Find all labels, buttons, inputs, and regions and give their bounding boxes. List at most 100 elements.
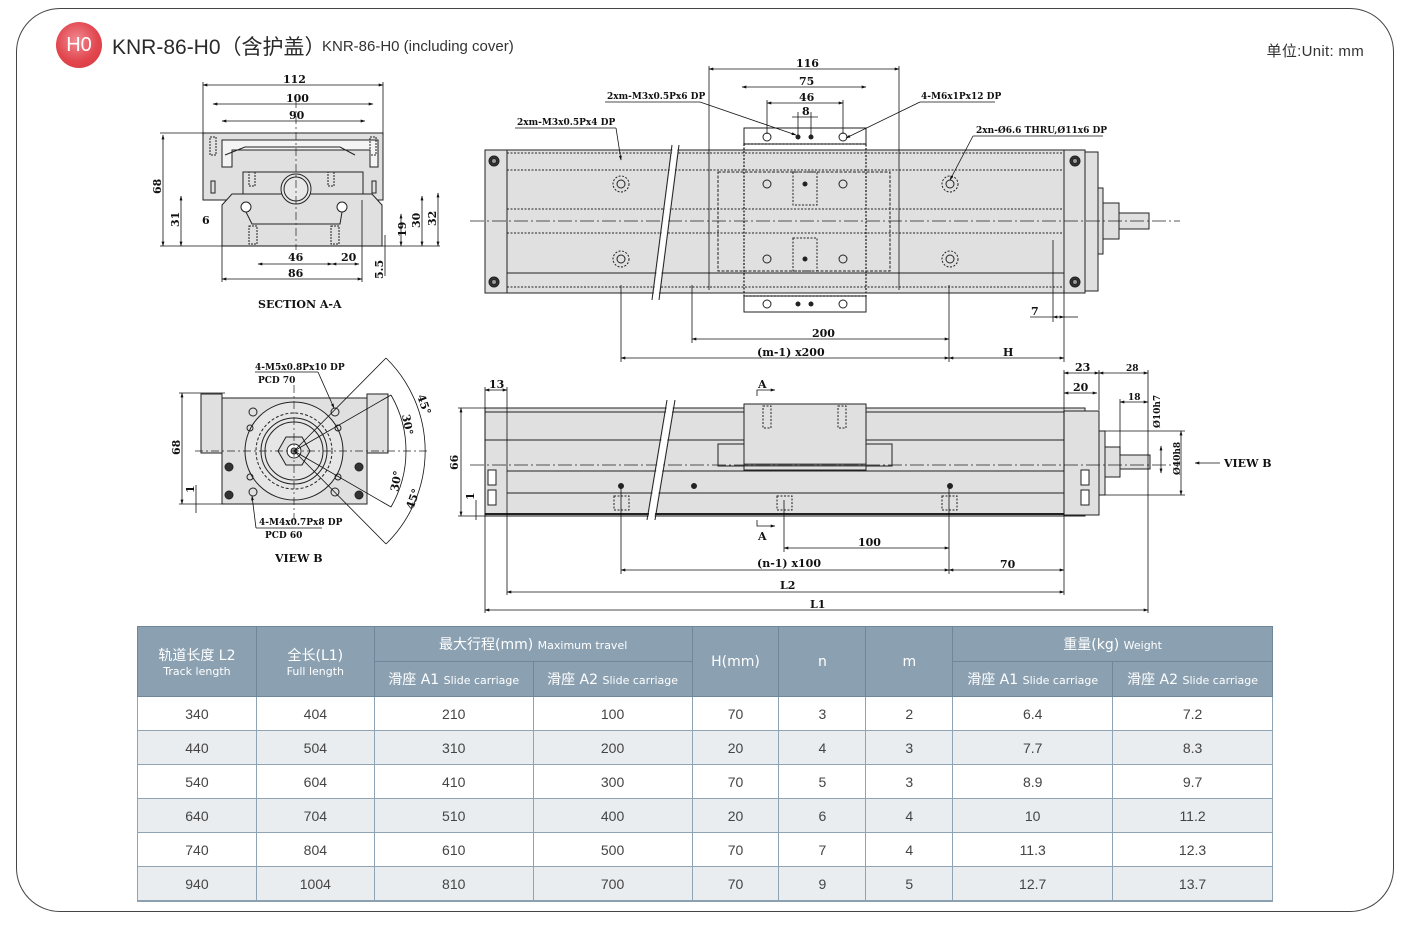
cell-travel-a2: 100 [532, 696, 693, 731]
cell-weight-a1: 11.3 [952, 832, 1114, 867]
header-m: m [865, 626, 954, 697]
carriage-bottom-plate [743, 295, 867, 313]
angle-45-top: 45° [414, 393, 433, 417]
technical-drawing: 112 100 90 68 31 6 19 30 32 46 20 86 5.5… [151, 57, 1272, 613]
top-view [470, 127, 1180, 313]
dim-75: 75 [799, 75, 814, 88]
note-m6: 4-M6x1Px12 DP [921, 92, 1001, 102]
cell-full-length: 604 [255, 764, 375, 799]
cell-n: 7 [778, 832, 867, 867]
cell-weight-a1: 6.4 [952, 696, 1114, 731]
header-weight-a2-cn: 滑座 A2 [1127, 672, 1179, 688]
cell-m: 5 [865, 866, 954, 902]
header-weight-en: Weight [1123, 639, 1162, 652]
cell-n: 3 [778, 696, 867, 731]
header-weight-a2: 滑座 A2 Slide carriage [1112, 661, 1273, 697]
side-coupling [1104, 446, 1121, 478]
side-view [470, 399, 1180, 521]
cell-n: 9 [778, 866, 867, 902]
header-full-cn: 全长(L1) [287, 648, 344, 664]
dim-70: 70 [1000, 558, 1016, 571]
view-b-caption: VIEW B [274, 552, 323, 565]
header-travel-a1-cn: 滑座 A1 [388, 672, 440, 688]
header-travel-a2: 滑座 A2 Slide carriage [532, 661, 693, 697]
header-travel-en: Maximum travel [537, 639, 628, 652]
header-n: n [778, 626, 867, 697]
header-weight: 重量(kg) Weight [952, 626, 1273, 662]
header-max-travel: 最大行程(mm) Maximum travel [373, 626, 693, 662]
dim-46-top: 46 [799, 91, 815, 104]
dim-5-5: 5.5 [373, 260, 386, 279]
cell-track-length: 540 [137, 764, 257, 799]
carriage-top-plate [743, 127, 867, 145]
spec-table: 轨道长度 L2 Track length 全长(L1) Full length … [137, 626, 1273, 902]
top-view-labels: 116 75 46 8 2xm-M3x0.5Px6 DP 4-M6x1Px12 … [517, 57, 1107, 359]
cell-full-length: 804 [255, 832, 375, 867]
angle-45-bottom: 45° [404, 487, 423, 511]
dim-dia-40h8: Ø40h8 [1172, 442, 1183, 475]
dim-1-vb: 1 [184, 485, 197, 493]
dim-8: 8 [802, 105, 810, 118]
unit-label: 单位:Unit: mm [1266, 43, 1364, 60]
header-track-cn: 轨道长度 L2 [158, 648, 236, 664]
cell-travel-a2: 200 [532, 730, 693, 765]
cell-travel-a1: 410 [373, 764, 534, 799]
cell-n: 4 [778, 730, 867, 765]
cell-weight-a2: 13.7 [1112, 866, 1273, 902]
angle-30-bottom: 30° [388, 470, 404, 493]
dim-m-200: (m-1) x200 [757, 346, 825, 359]
dim-dia-10h7: Ø10h7 [1152, 395, 1163, 428]
header-travel-a1-en: Slide carriage [443, 674, 520, 687]
cell-weight-a2: 7.2 [1112, 696, 1273, 731]
note-m4: 4-M4x0.7Px8 DP [259, 518, 343, 528]
cell-travel-a2: 700 [532, 866, 693, 902]
cell-m: 3 [865, 764, 954, 799]
header-full-en: Full length [286, 665, 345, 678]
dim-L1: L1 [810, 598, 825, 611]
cell-track-length: 940 [137, 866, 257, 902]
header-weight-a2-en: Slide carriage [1182, 674, 1258, 687]
section-aa-caption: SECTION A-A [258, 298, 342, 311]
cell-travel-a1: 210 [373, 696, 534, 731]
cell-track-length: 640 [137, 798, 257, 833]
dim-30: 30 [410, 212, 423, 228]
cell-full-length: 704 [255, 798, 375, 833]
view-b-dimensions [179, 357, 426, 545]
cell-travel-a1: 810 [373, 866, 534, 902]
cell-weight-a1: 10 [952, 798, 1114, 833]
note-m5: 4-M5x0.8Px10 DP [255, 363, 345, 373]
dim-32: 32 [426, 211, 439, 226]
header-weight-a1: 滑座 A1 Slide carriage [952, 661, 1114, 697]
angle-30-top: 30° [399, 413, 415, 436]
cell-h: 20 [691, 798, 780, 833]
dim-68: 68 [151, 178, 164, 194]
motor-flange [1084, 151, 1099, 292]
dim-116: 116 [796, 57, 819, 70]
dim-112: 112 [283, 73, 306, 86]
cell-h: 70 [691, 696, 780, 731]
note-pcd70: PCD 70 [258, 376, 295, 386]
cell-h: 20 [691, 730, 780, 765]
side-carriage [743, 403, 867, 471]
header-track-en: Track length [163, 665, 231, 678]
cell-n: 5 [778, 764, 867, 799]
note-m3x6: 2xm-M3x0.5Px6 DP [607, 92, 705, 102]
header-travel-a2-cn: 滑座 A2 [547, 672, 599, 688]
cell-weight-a2: 9.7 [1112, 764, 1273, 799]
dim-200: 200 [812, 327, 835, 340]
dim-66: 66 [448, 454, 461, 470]
cell-m: 4 [865, 832, 954, 867]
cell-travel-a1: 310 [373, 730, 534, 765]
cell-weight-a1: 8.9 [952, 764, 1114, 799]
cell-travel-a2: 300 [532, 764, 693, 799]
dim-19: 19 [396, 222, 409, 237]
header-track-length: 轨道长度 L2 Track length [137, 626, 257, 697]
cell-full-length: 404 [255, 696, 375, 731]
cell-h: 70 [691, 866, 780, 902]
cell-h: 70 [691, 832, 780, 867]
dim-20-side: 20 [1073, 381, 1089, 394]
